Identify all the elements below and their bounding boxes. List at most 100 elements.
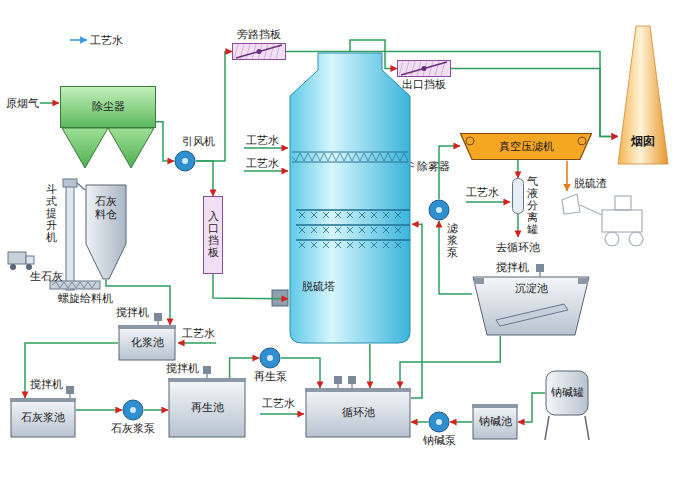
node-shape <box>288 52 412 344</box>
flue-gas-inlet <box>40 102 59 104</box>
agitator-motor <box>536 264 544 272</box>
loader <box>562 194 643 246</box>
node-label: 钠碱泵 <box>423 434 456 447</box>
annotation: 工艺水 <box>262 397 295 410</box>
pipe-connector <box>369 344 371 388</box>
pipe-connector <box>451 69 618 137</box>
annotation: 脱硫渣 <box>574 177 607 190</box>
bucket-elevator <box>66 186 74 290</box>
return-line <box>517 214 519 237</box>
loader-body <box>602 210 642 232</box>
settling-tank: 沉淀池 <box>472 276 590 336</box>
node-shape <box>428 411 450 433</box>
inlet-damper: 入口挡板 <box>203 196 223 274</box>
residue-arrow <box>566 161 568 191</box>
lime-slurry-pump: 石灰浆泵 <box>122 399 144 421</box>
slaking-tank: 化浆池 <box>118 325 176 361</box>
soda-pump: 钠碱泵 <box>428 411 450 433</box>
pipe-connector <box>411 224 422 398</box>
node-shape <box>259 347 281 369</box>
pipe-connector <box>518 393 545 422</box>
tank-leg <box>585 416 589 440</box>
loader-wheel <box>605 232 619 246</box>
annotation: 工艺水 <box>246 157 279 170</box>
annotation: 搅拌机 <box>116 306 149 319</box>
annotation: 工艺水 <box>466 186 499 199</box>
slurry-pump: 滤浆泵 <box>428 199 450 221</box>
process-water-line <box>244 147 288 149</box>
agitator-motor <box>334 376 342 384</box>
annotation: 搅拌机 <box>166 362 199 375</box>
node-label: 脱硫塔 <box>302 280 335 293</box>
process-water-line <box>178 342 216 344</box>
vacuum-filter: 真空压滤机 <box>460 133 592 160</box>
regeneration-tank: 再生池 <box>168 378 246 438</box>
node-label: 旁路挡板 <box>237 28 281 41</box>
node-label: 石灰浆池 <box>21 411 65 424</box>
annotation: 原烟气 <box>6 97 39 110</box>
node-label: 沉淀池 <box>515 282 548 295</box>
chimney: 烟囱 <box>618 26 668 164</box>
node-shape <box>512 178 524 214</box>
agitator-motor <box>154 313 162 321</box>
node-label: 再生泵 <box>254 370 287 383</box>
node-shape <box>428 199 450 221</box>
hopper <box>108 128 154 168</box>
chute <box>77 183 85 190</box>
node-label: 真空压滤机 <box>499 140 554 153</box>
node-label: 再生池 <box>191 401 224 414</box>
annotation: 工艺水 <box>182 327 215 340</box>
annotation: 生石灰 <box>30 270 63 283</box>
pipe-connector <box>25 343 118 398</box>
agitator-motor <box>66 386 74 394</box>
loader-wheel <box>629 232 643 246</box>
node-label: 石灰料仓 <box>95 196 117 221</box>
hopper <box>62 128 108 168</box>
dust-collector: 除尘器 <box>60 86 156 128</box>
agitator-motor <box>348 376 356 384</box>
annotation: 搅拌机 <box>30 378 63 391</box>
circulation-tank: 循环池 <box>305 388 411 438</box>
node-label: 除尘器 <box>92 100 125 113</box>
pipe-connector <box>144 409 168 411</box>
soda-vessel: 钠碱罐 <box>545 370 589 416</box>
truck-wheel <box>10 264 16 270</box>
pipe-connector <box>281 358 320 388</box>
node-label: 钠碱罐 <box>551 386 584 399</box>
truck-cab <box>26 256 34 264</box>
annotation: 螺旋给料机 <box>58 292 113 305</box>
pipe-connector <box>76 409 122 411</box>
bypass-damper: 旁路挡板 <box>232 43 286 60</box>
loader-arm <box>580 205 602 215</box>
annotation: 工艺水 <box>246 134 279 147</box>
pipe-connector <box>411 421 428 423</box>
node-label: 石灰浆泵 <box>111 422 155 435</box>
loader-cab <box>615 196 631 210</box>
legend-arrow <box>70 39 87 41</box>
process-water-line <box>244 170 288 172</box>
pipe-connector <box>156 122 174 161</box>
node-shape <box>174 150 196 172</box>
process-water-line <box>260 413 304 415</box>
annotation: 去循环池 <box>496 241 540 254</box>
node-label: 出口挡板 <box>402 78 446 91</box>
induced-draft-fan: 引风机 <box>174 150 196 172</box>
outlet-damper: 出口挡板 <box>397 60 451 77</box>
annotation: 斗式提升机 <box>46 184 57 244</box>
annotation: 除雾器 <box>417 160 450 173</box>
node-label: 气液分离罐 <box>527 176 538 236</box>
regeneration-pump: 再生泵 <box>259 347 281 369</box>
lime-slurry-tank: 石灰浆池 <box>10 398 76 438</box>
agitator-motor <box>203 366 211 374</box>
node-shape <box>122 399 144 421</box>
flange <box>272 290 288 306</box>
node-shape <box>397 60 451 77</box>
node-label: 入口挡板 <box>208 211 219 259</box>
pipe-connector <box>106 280 170 325</box>
node-label: 引风机 <box>182 135 215 148</box>
annotation: 搅拌机 <box>496 261 529 274</box>
node-label: 钠碱池 <box>479 415 512 428</box>
legend-label: 工艺水 <box>90 34 123 47</box>
node-label: 化浆池 <box>131 336 164 349</box>
